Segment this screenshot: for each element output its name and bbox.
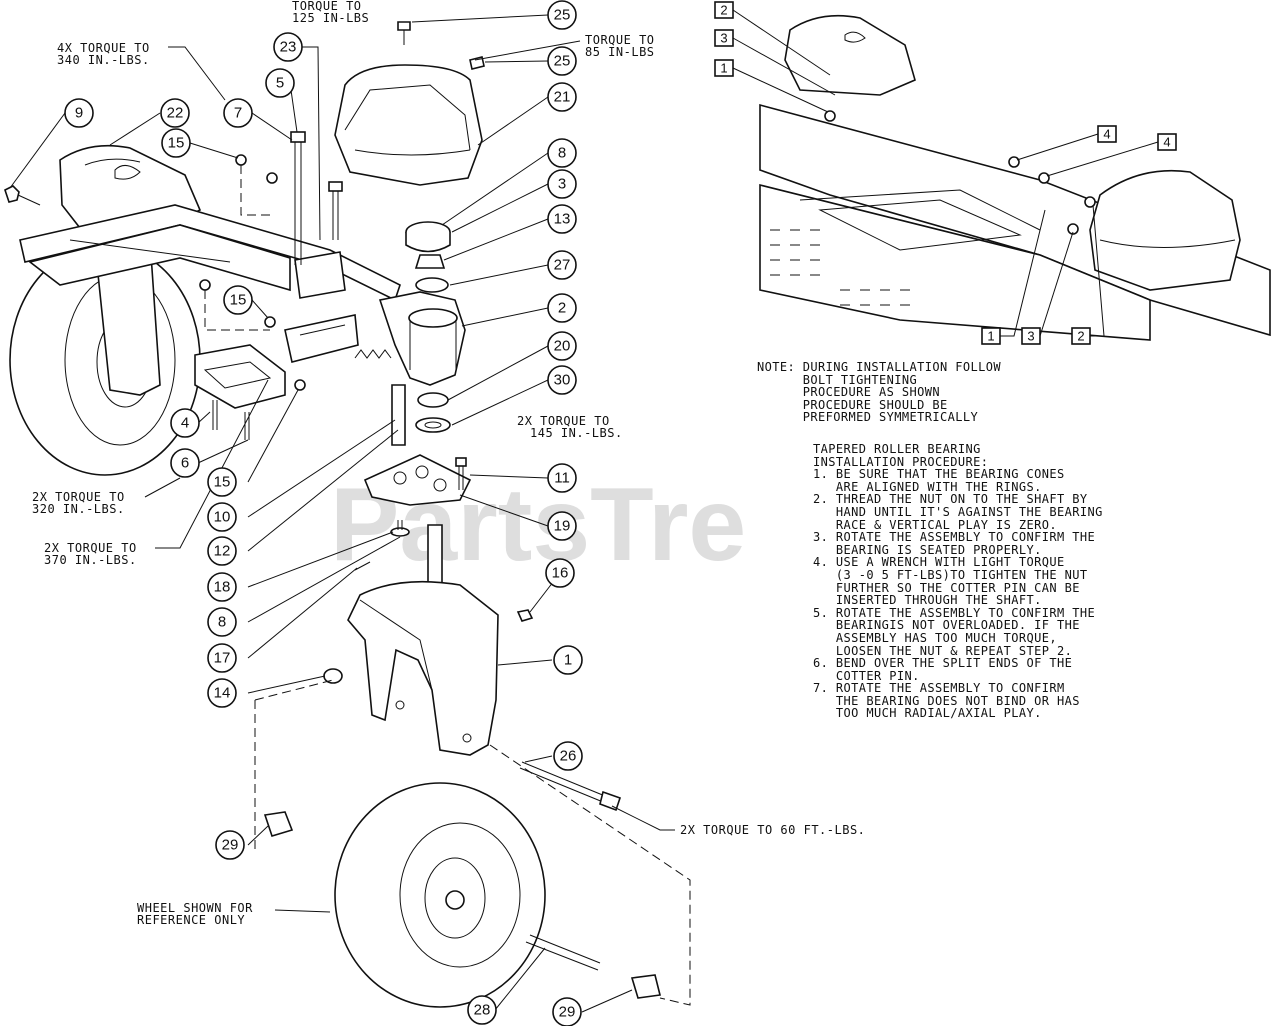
box-callout-3-top: 3 [720,31,727,46]
callout-20: 20 [554,338,571,355]
callout-30: 30 [554,372,571,389]
callout-15-a: 15 [168,135,185,152]
callout-10: 10 [214,509,231,526]
torque-340-line-1: 4X TORQUE TO [57,41,150,55]
callout-15-c: 15 [214,474,231,491]
callout-11: 11 [554,470,570,487]
caster-stack-drawing [254,21,691,1008]
callout-16: 16 [552,565,569,582]
boxed-callouts: 2 3 1 4 4 1 3 2 [714,1,1177,345]
torque-145-line-2: 145 IN.-LBS. [530,426,623,440]
box-callout-4-a: 4 [1103,127,1110,142]
torque-320-line-1: 2X TORQUE TO [32,490,125,504]
box-callout-2-top: 2 [720,3,727,18]
box-callout-2-bottom: 2 [1077,329,1084,344]
callout-27: 27 [554,257,571,274]
callout-23: 23 [280,39,297,56]
callout-25-side: 25 [554,53,571,70]
bearing-procedure: TAPERED ROLLER BEARING INSTALLATION PROC… [813,442,1103,721]
callout-2: 2 [558,300,566,317]
torque-85-line-1: TORQUE TO [585,33,655,47]
box-callout-1-top: 1 [720,61,727,76]
callout-4: 4 [181,415,189,432]
callout-19: 19 [554,518,571,535]
callout-25-top: 25 [554,7,571,24]
torque-labels: TORQUE TO 125 IN-LBS TORQUE TO 85 IN-LBS… [32,0,865,927]
inset-view-drawing [759,14,1271,341]
torque-125-line-2: 125 IN-LBS [292,11,369,25]
callout-5: 5 [276,75,284,92]
callout-13: 13 [554,211,571,228]
callout-3: 3 [558,176,566,193]
torque-370-line-1: 2X TORQUE TO [44,541,137,555]
installation-note: NOTE: DURING INSTALLATION FOLLOW BOLT TI… [757,360,1001,425]
torque-145-line-1: 2X TORQUE TO [517,414,610,428]
callout-29-a: 29 [222,837,239,854]
leader-lines [9,9,1159,1013]
callout-7: 7 [234,105,242,122]
torque-320-line-2: 320 IN.-LBS. [32,502,125,516]
box-callout-3-bottom: 3 [1027,329,1034,344]
wheel-ref-line-1: WHEEL SHOWN FOR [137,901,253,915]
callout-28: 28 [474,1002,491,1019]
callout-18: 18 [214,579,231,596]
callout-17: 17 [214,650,231,667]
torque-370-line-2: 370 IN.-LBS. [44,553,137,567]
callout-29-b: 29 [559,1004,576,1021]
callout-1: 1 [564,652,572,669]
callout-8-a: 8 [558,145,566,162]
torque-85-line-2: 85 IN-LBS [585,45,655,59]
callout-26: 26 [560,748,577,765]
torque-340-line-2: 340 IN.-LBS. [57,53,150,67]
torque-125-line-1: TORQUE TO [292,0,362,13]
callout-8-b: 8 [218,614,226,631]
callout-12: 12 [214,543,231,560]
wheel-ref-line-2: REFERENCE ONLY [137,913,245,927]
callout-15-b: 15 [230,292,247,309]
frame-drawing [4,131,401,476]
callout-6: 6 [181,455,189,472]
box-callout-4-b: 4 [1163,135,1170,150]
callout-21: 21 [554,89,571,106]
callout-22: 22 [167,105,184,122]
callout-9: 9 [75,105,83,122]
box-callout-1-bottom: 1 [987,329,994,344]
torque-60-label: 2X TORQUE TO 60 FT.-LBS. [680,823,865,837]
circled-callouts: 25 25 23 5 7 9 22 15 21 8 3 13 27 2 15 2… [64,0,583,1026]
callout-14: 14 [214,685,231,702]
